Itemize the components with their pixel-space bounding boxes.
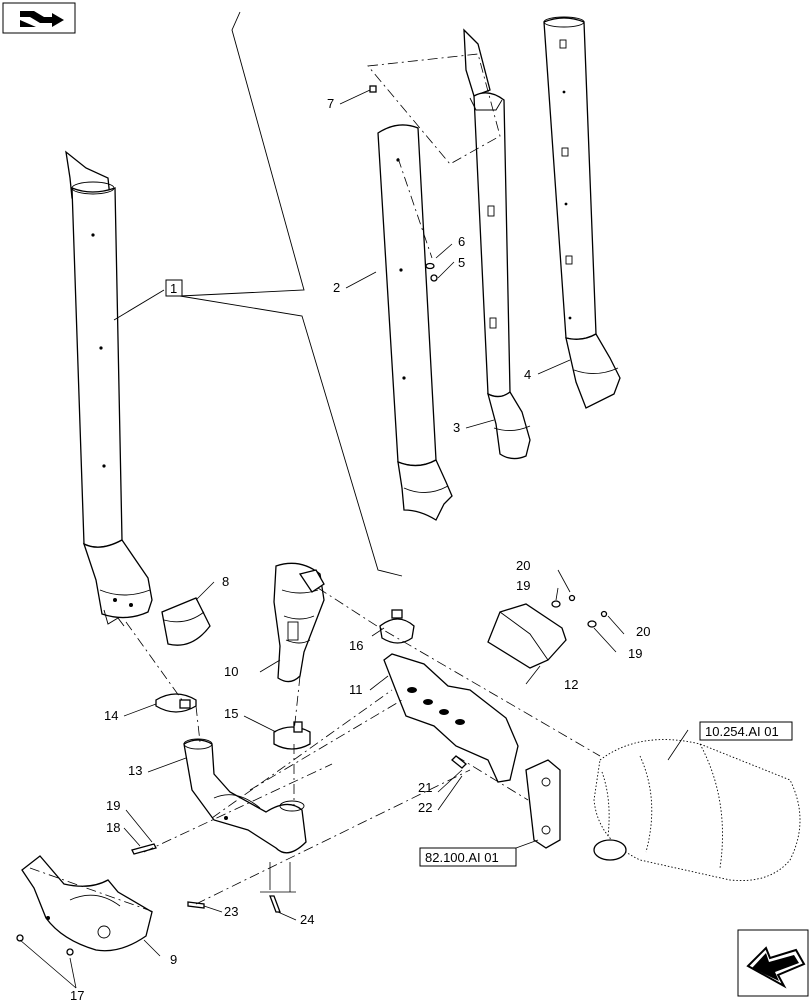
callout-12: 12 [564,677,578,692]
callout-10: 10 [224,664,238,679]
callout-19-top: 19 [516,578,530,593]
callout-20-top: 20 [516,558,530,573]
callout-15: 15 [224,706,238,721]
callout-23: 23 [224,904,238,919]
bolt-18 [131,843,157,855]
callout-6: 6 [458,234,465,249]
next-page-arrow-icon[interactable] [737,929,809,997]
bolt-23 [187,901,205,909]
callout-11: 11 [349,682,363,697]
callout-24: 24 [300,912,314,927]
callout-9: 9 [170,952,177,967]
callout-13: 13 [128,763,142,778]
bracket-82-100 [525,759,561,849]
exhaust-pipe-2 [377,124,453,521]
bolt-17b [66,948,74,956]
callout-8: 8 [222,574,229,589]
washer-6 [425,262,435,270]
pin-7 [369,85,377,93]
flex-pipe-10 [273,562,325,683]
callout-20-right: 20 [636,624,650,639]
clamp-15 [273,721,311,750]
callout-2: 2 [333,280,340,295]
exhaust-pipe-assembly-1 [65,150,153,627]
bolt-20a [568,594,576,602]
callout-5: 5 [458,255,465,270]
elbow-pipe-13 [183,738,307,854]
washer-19b [587,620,597,628]
callout-1: 1 [170,281,177,296]
callout-3: 3 [453,420,460,435]
ref-bracket-text: 82.100.AI 01 [425,850,499,865]
clamp-14 [155,693,197,713]
bolt-20b [600,610,608,618]
callout-21: 21 [418,780,432,795]
clamp-16 [379,609,415,644]
callout-22: 22 [418,800,432,815]
shield-12 [487,603,567,669]
callout-18: 18 [106,820,120,835]
dpf-unit [593,739,801,881]
ref-dpf-link[interactable]: 10.254.AI 01 [699,721,793,741]
bolt-17a [16,934,24,942]
callout-19-left: 19 [106,798,120,813]
exhaust-pipe-4 [543,16,621,409]
callout-7: 7 [327,96,334,111]
bolt-21 [451,755,467,769]
bolt-24 [269,895,281,913]
ref-dpf-text: 10.254.AI 01 [705,724,779,739]
ref-bracket-link[interactable]: 82.100.AI 01 [419,847,517,867]
heat-shield-9 [21,855,153,952]
bolt-5 [430,274,438,282]
washer-19a [551,600,561,608]
callout-14: 14 [104,708,118,723]
callout-4: 4 [524,367,531,382]
book-arrow-icon[interactable] [2,2,76,34]
bracket-plate-11 [383,653,519,783]
callout-19-right: 19 [628,646,642,661]
exhaust-pipe-3 [463,28,531,460]
callout-17: 17 [70,988,84,1000]
sleeve-8 [161,597,211,646]
callout-16: 16 [349,638,363,653]
